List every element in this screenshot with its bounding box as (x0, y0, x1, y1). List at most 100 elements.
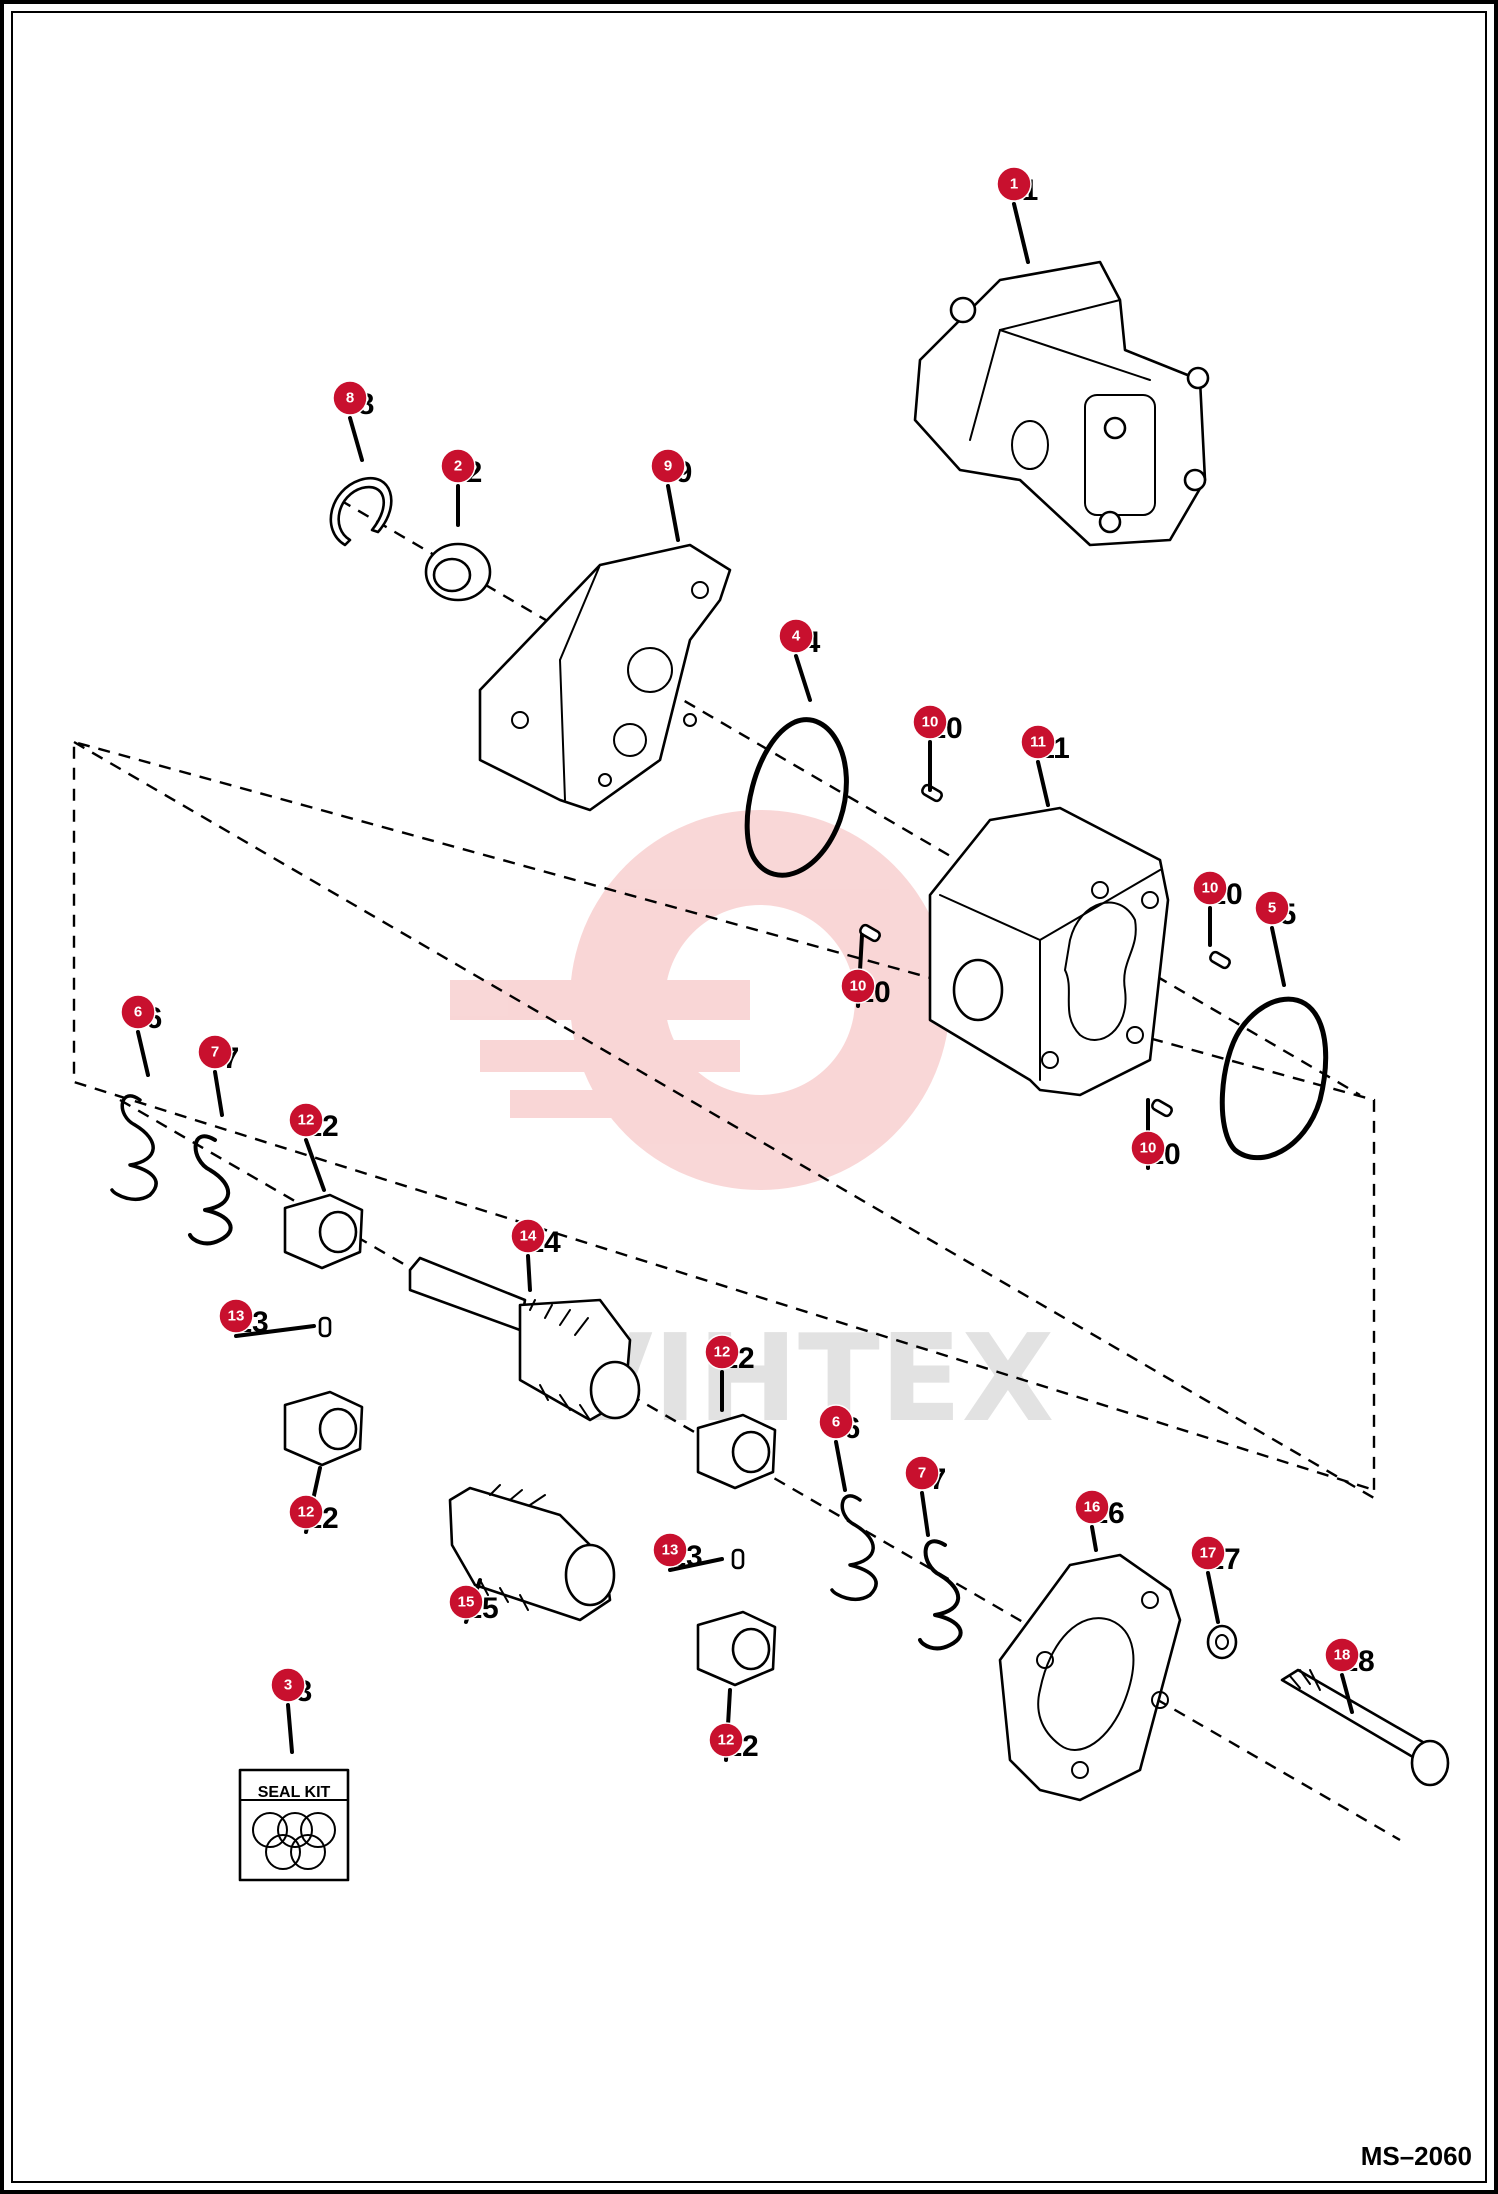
callout-number: 5 (1268, 900, 1276, 917)
bushing (283, 1390, 364, 1467)
callout-badge[interactable] (270, 1667, 306, 1703)
callout-number: 17 (1200, 1545, 1217, 1562)
callout-badge[interactable] (1190, 1535, 1226, 1571)
callout-number: 10 (1140, 1140, 1157, 1157)
leader-line (1270, 926, 1286, 987)
callout-seal-ring: 77 (197, 1034, 239, 1117)
callout-badge[interactable] (840, 968, 876, 1004)
callout-number: 10 (1202, 880, 1219, 897)
callout-number: 12 (718, 1732, 735, 1749)
callout-badge[interactable] (1020, 724, 1056, 760)
callout-number: 4 (792, 628, 801, 645)
gear-pump-assembly (913, 260, 1210, 547)
callout-rear-cover: 1616 (1074, 1489, 1125, 1552)
callout-badge[interactable] (332, 380, 368, 416)
callout-badge[interactable] (652, 1532, 688, 1568)
leader-line (666, 484, 680, 542)
callout-number: 3 (284, 1677, 292, 1694)
callout-badge[interactable] (708, 1722, 744, 1758)
callout-back-up-ring: 66 (818, 1404, 860, 1492)
callout-number: 18 (1334, 1647, 1351, 1664)
callout-number: 10 (922, 714, 939, 731)
drive-gear-shaft (408, 1256, 641, 1422)
leader-line (304, 1138, 326, 1192)
o-ring-front (744, 717, 849, 878)
callout-number: 2 (454, 458, 462, 475)
callout-badge[interactable] (818, 1404, 854, 1440)
callout-badge[interactable] (288, 1102, 324, 1138)
callout-number: 6 (134, 1004, 142, 1021)
callout-badge[interactable] (1254, 890, 1290, 926)
callout-badge[interactable] (1130, 1130, 1166, 1166)
seal-kit-label: SEAL KIT (258, 1784, 331, 1801)
drawing-code: MS–2060 (1361, 2141, 1472, 2171)
callout-number: 16 (1084, 1499, 1101, 1516)
callout-number: 8 (346, 390, 354, 407)
leader-line (213, 1070, 224, 1117)
callout-badge[interactable] (288, 1494, 324, 1530)
callout-drive-gear-shaft: 1414 (510, 1218, 561, 1292)
callout-badge[interactable] (904, 1455, 940, 1491)
callout-badge[interactable] (197, 1034, 233, 1070)
leader-line (1036, 760, 1050, 807)
callout-number: 12 (714, 1344, 731, 1361)
dowel-pin (1209, 950, 1231, 970)
leader-line (920, 1491, 930, 1537)
bushing (696, 1610, 777, 1687)
callout-badge[interactable] (912, 704, 948, 740)
watermark-gear-logo (450, 810, 950, 1190)
callout-number: 7 (211, 1044, 219, 1061)
callout-badge[interactable] (440, 448, 476, 484)
callout-dowel-pin: 1010 (840, 933, 891, 1009)
callout-seal-ring: 77 (904, 1455, 946, 1537)
axis-line-front (339, 498, 1361, 1097)
callout-dowel: 1313 (652, 1532, 724, 1573)
callout-badge[interactable] (510, 1218, 546, 1254)
leader-line (234, 1324, 316, 1338)
callout-dowel-pin: 1010 (912, 704, 963, 792)
callout-number: 14 (520, 1228, 537, 1245)
callout-badge[interactable] (650, 448, 686, 484)
callout-washer: 1717 (1190, 1535, 1241, 1624)
pump-body (928, 806, 1170, 1097)
leader-line (136, 1030, 150, 1077)
leader-line (286, 1703, 294, 1754)
watermark-text: VIHTEX (560, 1310, 1054, 1449)
leader-line (668, 1557, 724, 1572)
seal-ring (918, 1539, 963, 1651)
callout-number: 11 (1030, 734, 1046, 751)
leader-line (1206, 1571, 1220, 1624)
leader-line (1090, 1525, 1098, 1552)
leader-line (348, 416, 364, 462)
callout-back-up-ring: 66 (120, 994, 162, 1077)
callout-number: 13 (662, 1542, 679, 1559)
callout-badge[interactable] (218, 1298, 254, 1334)
bushing (696, 1413, 777, 1490)
callout-dowel: 1313 (218, 1298, 316, 1339)
callout-o-ring-front: 44 (778, 618, 821, 702)
bolt (1280, 1668, 1450, 1787)
o-ring-rear (1219, 996, 1329, 1161)
callout-badge[interactable] (704, 1334, 740, 1370)
callout-number: 7 (918, 1465, 926, 1482)
washer (1206, 1624, 1238, 1660)
leader-line (794, 654, 812, 702)
callout-badge[interactable] (996, 166, 1032, 202)
callout-layer: 1188229944101011111010551010667712121010… (120, 166, 1375, 1763)
bushing (283, 1193, 364, 1270)
callout-badge[interactable] (1074, 1489, 1110, 1525)
leader-line (526, 1254, 532, 1292)
callout-gear-pump-assembly: 11 (996, 166, 1038, 264)
callout-badge[interactable] (1324, 1637, 1360, 1673)
callout-badge[interactable] (778, 618, 814, 654)
driven-gear (448, 1484, 616, 1622)
callout-badge[interactable] (448, 1584, 484, 1620)
dowel (318, 1316, 332, 1338)
callout-number: 13 (228, 1308, 245, 1325)
back-up-ring (830, 1494, 878, 1601)
callout-badge[interactable] (120, 994, 156, 1030)
callout-badge[interactable] (1192, 870, 1228, 906)
